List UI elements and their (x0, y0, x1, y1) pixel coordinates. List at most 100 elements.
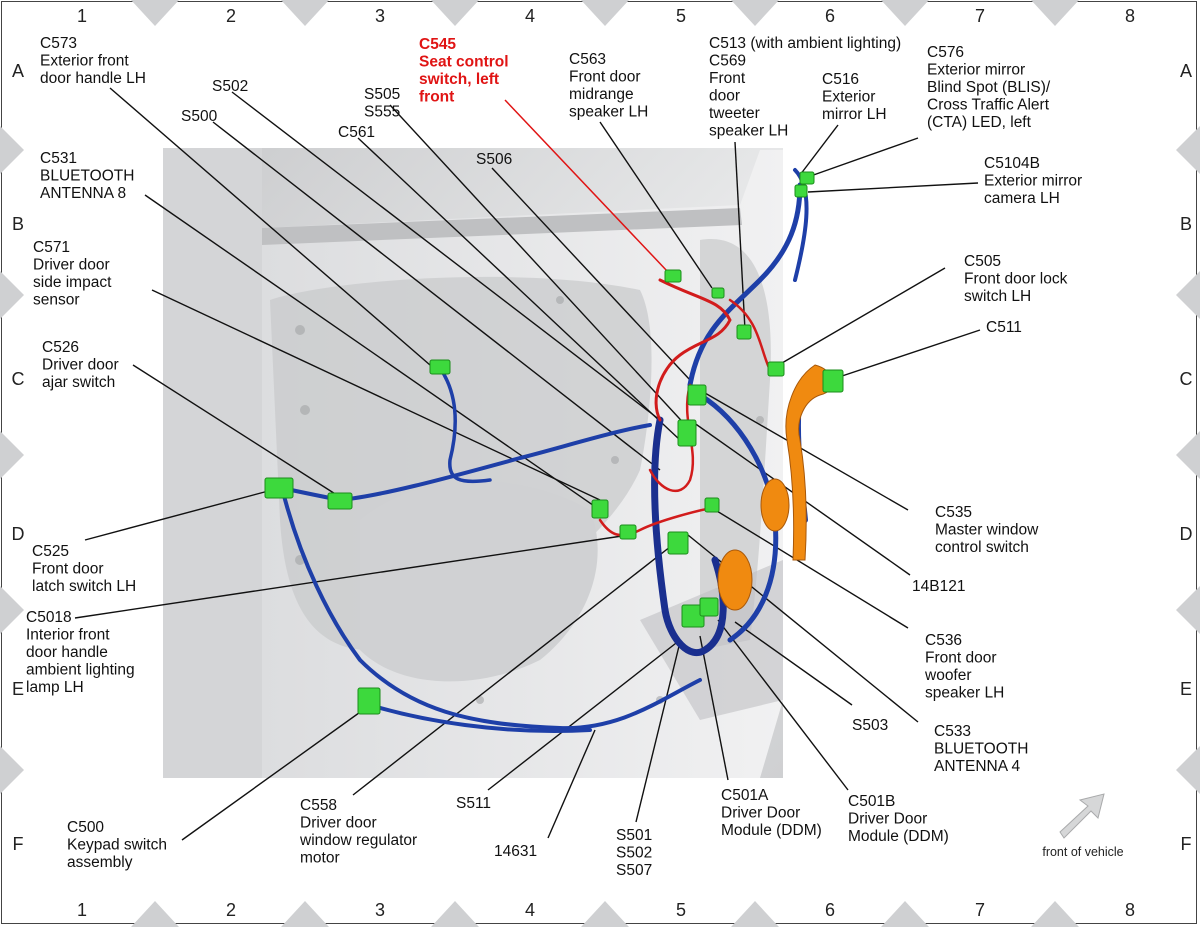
ruler-marker-bottom (281, 901, 329, 927)
ruler-marker-left (0, 271, 24, 319)
wire-connector (327, 492, 353, 510)
grid-column-label-top: 7 (975, 6, 985, 26)
callout-line: S503 (852, 717, 888, 734)
wire-connector (357, 687, 381, 715)
callout-line: ambient lighting (26, 662, 135, 679)
callout-line: midrange (569, 86, 634, 103)
callout-line: Exterior mirror (927, 62, 1025, 79)
grid-row-label-right: B (1180, 214, 1192, 234)
wire-connector (704, 497, 720, 513)
callout-line: Front door (925, 650, 997, 667)
callout-s506: S506 (476, 151, 512, 168)
callout-line: BLUETOOTH (934, 741, 1028, 758)
ruler-marker-left (0, 746, 24, 794)
wire-connector (736, 324, 752, 340)
callout-line: woofer (924, 667, 972, 684)
ruler-marker-left (0, 126, 24, 174)
ruler-marker-bottom (1031, 901, 1079, 927)
wire-connector (429, 359, 451, 375)
ruler-marker-top (881, 0, 929, 26)
ruler-marker-right (1176, 586, 1200, 634)
orange-modules (717, 364, 833, 611)
callout-line: S502 (616, 845, 652, 862)
wire-connector (822, 369, 844, 393)
ruler-marker-top (581, 0, 629, 26)
grid-row-label-right: A (1180, 61, 1192, 81)
callout-line: C571 (33, 239, 70, 256)
callout-line: Cross Traffic Alert (927, 97, 1050, 114)
grid-column-label-top: 6 (825, 6, 835, 26)
callout-line: S555 (364, 104, 400, 121)
callout-line: Seat control (419, 54, 509, 71)
wire-connector (677, 419, 697, 447)
leader-lines (74, 87, 981, 841)
grid-row-label-right: E (1180, 679, 1192, 699)
grid-column-label-top: 3 (375, 6, 385, 26)
callout-line: sensor (33, 292, 80, 309)
grid-row-label-left: A (12, 61, 24, 81)
grid-row-label-left: E (12, 679, 24, 699)
callout-line: 14631 (494, 843, 537, 860)
callout-line: C545 (419, 36, 456, 53)
ruler-marker-bottom (131, 901, 179, 927)
callout-line: (CTA) LED, left (927, 114, 1032, 131)
front-of-vehicle-arrow (1059, 793, 1105, 839)
wire-connector (619, 524, 637, 540)
callout-line: BLUETOOTH (40, 168, 134, 185)
ruler-marker-top (1031, 0, 1079, 26)
callout-line: C561 (338, 124, 375, 141)
grid-column-label-bottom: 2 (226, 900, 236, 920)
grid-column-label-bottom: 3 (375, 900, 385, 920)
callout-line: switch LH (964, 288, 1031, 305)
callout-s503: S503 (852, 717, 888, 734)
callout-line: S500 (181, 108, 218, 125)
wire-connector (664, 269, 682, 283)
callout-line: S511 (456, 795, 491, 812)
grid-column-label-top: 2 (226, 6, 236, 26)
callout-line: Front door (569, 69, 641, 86)
callout-line: camera LH (984, 190, 1060, 207)
grid-row-label-right: C (1180, 369, 1193, 389)
callout-w14b121: 14B121 (912, 578, 965, 595)
callout-line: Interior front (26, 627, 110, 644)
callout-line: Blind Spot (BLIS)/ (927, 79, 1051, 96)
callout-line: front (419, 89, 454, 106)
callout-line: window regulator (299, 832, 417, 849)
callout-line: ajar switch (42, 374, 115, 391)
wire-connector (794, 184, 808, 198)
callout-line: C525 (32, 543, 69, 560)
grid-column-label-bottom: 7 (975, 900, 985, 920)
callout-line: C533 (934, 723, 971, 740)
callout-line: door handle LH (40, 70, 146, 87)
ruler-marker-bottom (431, 901, 479, 927)
callout-line: Master window (935, 522, 1039, 539)
grid-column-label-top: 8 (1125, 6, 1135, 26)
ruler-marker-top (131, 0, 179, 26)
callout-line: control switch (935, 539, 1029, 556)
grid-row-label-left: F (13, 834, 24, 854)
callout-line: C5018 (26, 609, 72, 626)
wire-connector (711, 287, 725, 299)
ruler-marker-top (731, 0, 779, 26)
callout-w14631: 14631 (494, 843, 537, 860)
connector-group (264, 171, 844, 715)
callout-line: C563 (569, 51, 606, 68)
ruler-marker-right (1176, 126, 1200, 174)
grid-row-label-right: F (1181, 834, 1192, 854)
callout-line: S505 (364, 86, 400, 103)
callout-line: C569 (709, 53, 746, 70)
